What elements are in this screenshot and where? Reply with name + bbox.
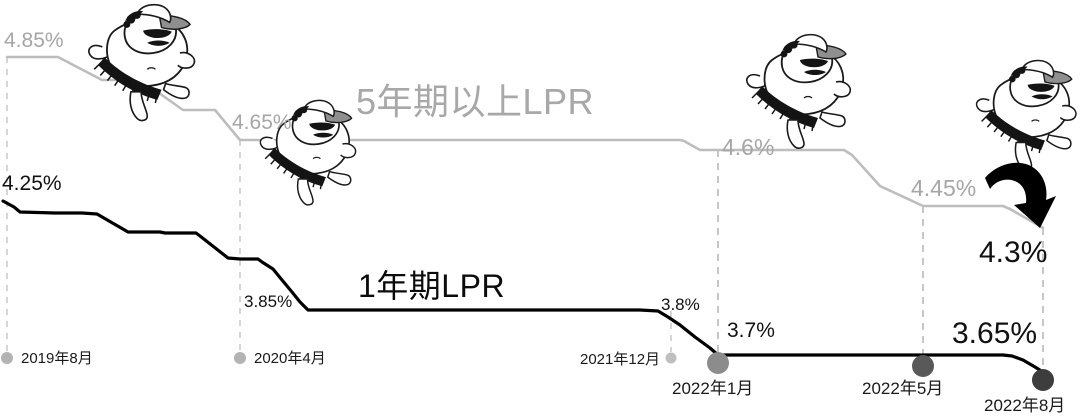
axis-dot-2019-08 <box>1 352 13 364</box>
value-label-gray-445: 4.45% <box>911 175 977 201</box>
value-label-black-385: 3.85% <box>244 292 293 311</box>
axis-label-2019-08: 2019年8月 <box>21 350 93 367</box>
series-title-5year: 5年期以上LPR <box>356 81 595 122</box>
axis-dot-2021-12 <box>665 352 677 364</box>
arrow-shape <box>985 162 1056 228</box>
axis-dot-2022-05 <box>912 355 934 377</box>
value-label-black-38: 3.8% <box>661 295 700 314</box>
axis-label-2022-01: 2022年1月 <box>672 379 754 398</box>
axis-dot-2020-04 <box>234 352 246 364</box>
value-label-gray-485: 4.85% <box>4 29 64 52</box>
value-label-gray-46: 4.6% <box>722 134 775 160</box>
value-label-gray-43: 4.3% <box>979 236 1048 269</box>
value-label-black-37: 3.7% <box>727 319 775 342</box>
axis-label-2022-08: 2022年8月 <box>984 396 1066 415</box>
series-title-1year: 1年期LPR <box>358 268 506 304</box>
value-label-black-365: 3.65% <box>952 317 1038 350</box>
axis-dots <box>1 352 1054 391</box>
axis-dot-2022-08 <box>1032 369 1054 391</box>
axis-label-2020-04: 2020年4月 <box>254 350 326 367</box>
axis-dot-2022-01 <box>707 352 729 374</box>
value-label-gray-465: 4.65% <box>232 111 292 134</box>
value-label-black-425: 4.25% <box>2 172 62 195</box>
axis-label-2021-12: 2021年12月 <box>580 351 661 368</box>
axis-label-2022-05: 2022年5月 <box>862 379 944 398</box>
